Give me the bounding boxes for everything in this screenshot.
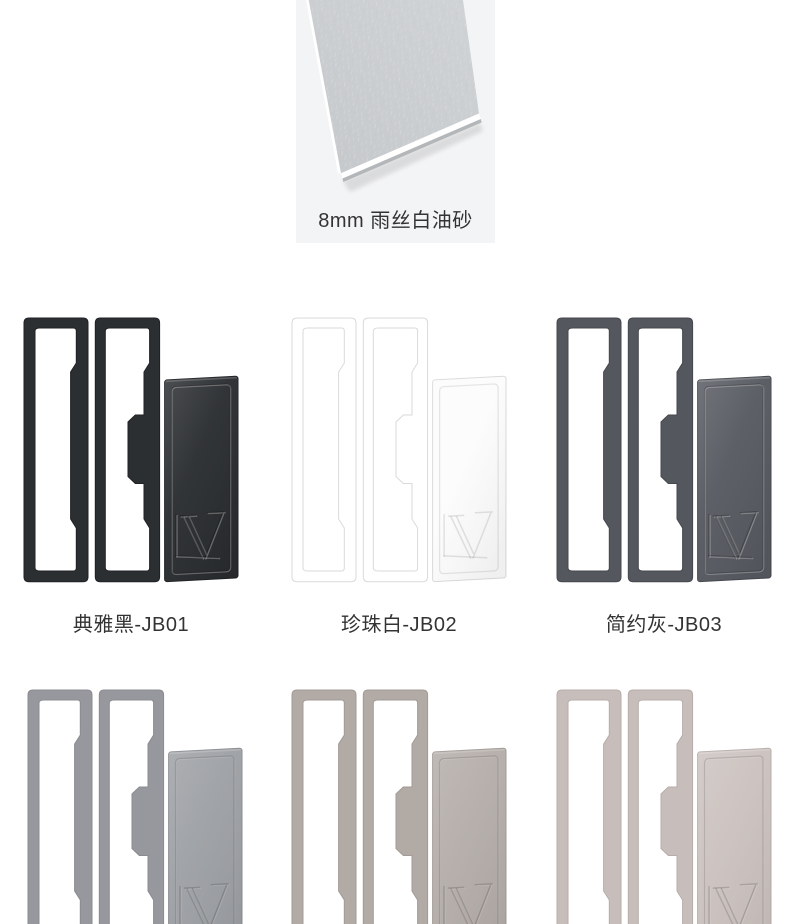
- frame-profile-plain: [556, 317, 622, 583]
- slab-side-shadow: [342, 119, 482, 182]
- panel-sheen: [164, 376, 239, 582]
- panel-engraved-border-highlight: [171, 384, 232, 576]
- panel-engraved-border-highlight: [439, 756, 500, 924]
- slab-shadow: [343, 123, 483, 192]
- panel-swatch: [432, 747, 507, 924]
- swatch-label: 简约灰-JB03: [605, 614, 723, 636]
- slab-image: [296, 0, 495, 243]
- frame-profile-handle: [362, 689, 429, 924]
- frame-profile-handle: [94, 317, 161, 583]
- slab-left-edge: [306, 0, 341, 174]
- panel-engraved-border: [703, 383, 764, 575]
- panel-sheen: [697, 748, 772, 924]
- panel-sheen: [168, 748, 243, 924]
- slab-texture: [308, 0, 479, 174]
- panel-top-highlight: [433, 376, 506, 383]
- frame-profile-handle: [362, 317, 429, 583]
- panel-engraved-border-highlight: [704, 384, 765, 576]
- panel-sheen: [432, 748, 507, 924]
- panel-top-highlight: [169, 748, 242, 755]
- panel-sheen: [697, 376, 772, 582]
- panel-engraved-border-highlight: [704, 756, 765, 924]
- swatch-item-4: [27, 689, 243, 924]
- panel-swatch: [168, 747, 243, 924]
- swatch-art: [27, 689, 243, 924]
- swatch-art: [556, 317, 772, 583]
- panel-swatch: [432, 375, 507, 583]
- panel-swatch: [697, 375, 772, 583]
- swatch-art: [291, 689, 507, 924]
- swatch-item-2: 珍珠白-JB02: [291, 317, 507, 637]
- panel-top-highlight: [698, 748, 771, 755]
- swatch-label: 珍珠白-JB02: [340, 614, 458, 636]
- swatch-art: [556, 689, 772, 924]
- panel-top-highlight: [433, 748, 506, 755]
- panel-engraved-border: [438, 383, 499, 575]
- hero-product-card: 8mm 雨丝白油砂: [296, 0, 495, 243]
- swatch-art: [23, 317, 239, 583]
- hero-caption: 8mm 雨丝白油砂: [318, 210, 473, 232]
- panel-top-highlight: [698, 376, 771, 383]
- swatch-item-6: [556, 689, 772, 924]
- swatch-item-5: [291, 689, 507, 924]
- frame-profile-plain: [27, 689, 93, 924]
- panel-swatch: [164, 375, 239, 583]
- frame-profile-handle: [627, 317, 694, 583]
- frame-profile-handle: [98, 689, 165, 924]
- frame-profile-plain: [291, 317, 357, 583]
- frame-profile-plain: [291, 689, 357, 924]
- frame-profile-plain: [556, 689, 622, 924]
- slab-front-edge: [341, 113, 481, 179]
- panel-top-highlight: [165, 376, 238, 383]
- swatch-label: 典雅黑-JB01: [72, 614, 190, 636]
- panel-engraved-border: [438, 755, 499, 924]
- frame-profile-handle: [627, 689, 694, 924]
- panel-engraved-border: [174, 755, 235, 924]
- frame-profile-plain: [23, 317, 89, 583]
- panel-sheen: [432, 376, 507, 582]
- panel-engraved-border-highlight: [175, 756, 236, 924]
- panel-engraved-border: [170, 383, 231, 575]
- swatch-item-3: 简约灰-JB03: [556, 317, 772, 637]
- swatch-art: [291, 317, 507, 583]
- swatch-item-1: 典雅黑-JB01: [23, 317, 239, 637]
- panel-swatch: [697, 747, 772, 924]
- panel-engraved-border: [703, 755, 764, 924]
